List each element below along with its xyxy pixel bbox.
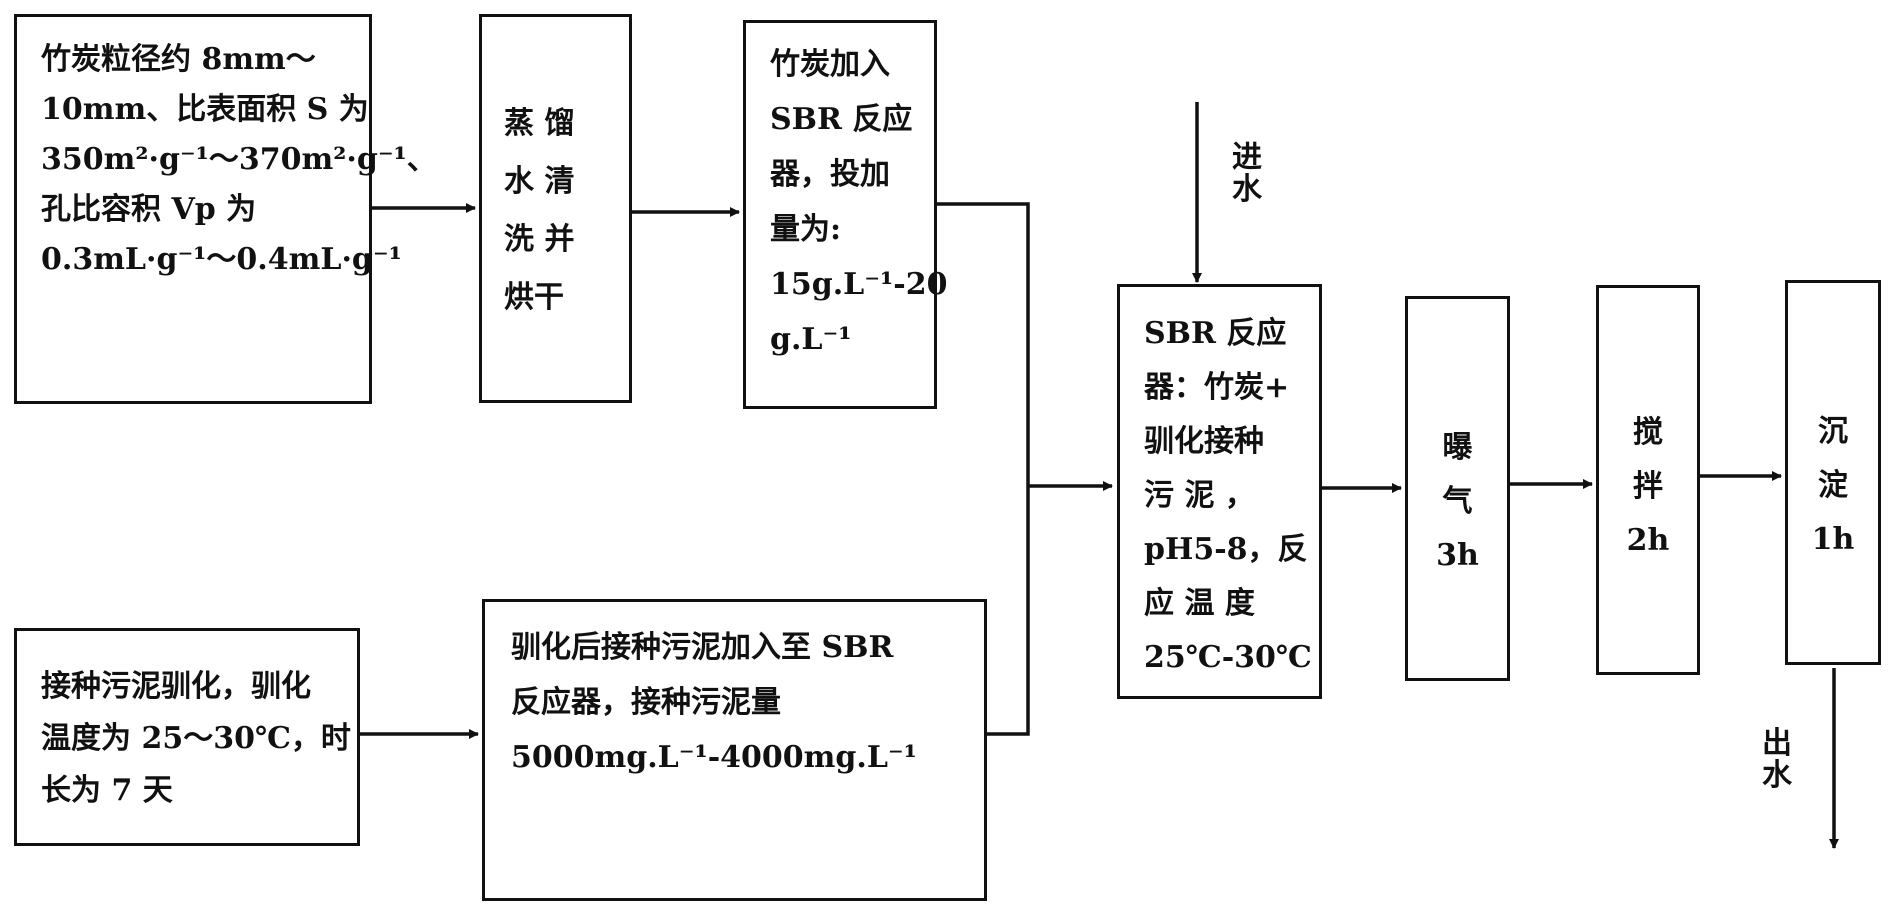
box-charcoal-dose: 竹炭加入 SBR 反应 器，投加 量为: 15g.L⁻¹-20 g.L⁻¹ xyxy=(743,20,948,409)
inoculation-line-1: 驯化后接种污泥加入至 SBR xyxy=(511,630,894,665)
charcoal-dose-line-3: 器，投加 xyxy=(770,157,890,192)
wash-dry-line-4: 烘干 xyxy=(504,280,564,315)
box-stirring: 搅 拌 2h xyxy=(1596,285,1700,675)
sbr-line-6: 应 温 度 xyxy=(1144,586,1255,621)
charcoal-dose-line-2: SBR 反应 xyxy=(770,102,913,137)
acclimation-line-2: 温度为 25～30℃，时 xyxy=(41,721,351,756)
sbr-line-2: 器：竹炭+ xyxy=(1144,370,1290,405)
sbr-line-4: 污 泥 ， xyxy=(1144,478,1255,513)
charcoal-spec-line-5: 0.3mL·g⁻¹～0.4mL·g⁻¹ xyxy=(41,242,402,277)
settling-duration: 1h xyxy=(1811,522,1855,557)
charcoal-spec-line-2: 10mm、比表面积 S 为 xyxy=(41,92,369,127)
stirring-line-2: 拌 xyxy=(1633,469,1663,504)
charcoal-spec-line-3: 350m²·g⁻¹～370m²·g⁻¹、 xyxy=(41,142,437,177)
box-sludge-acclimation: 接种污泥驯化，驯化 温度为 25～30℃，时 长为 7 天 xyxy=(14,628,360,846)
charcoal-dose-line-6: g.L⁻¹ xyxy=(770,322,852,357)
label-water-in: 进 水 xyxy=(1230,142,1264,206)
acclimation-line-3: 长为 7 天 xyxy=(41,773,173,808)
box-wash-dry: 蒸 馏 水 清 洗 并 烘干 xyxy=(479,14,632,403)
wash-dry-line-3: 洗 并 xyxy=(504,222,575,257)
inoculation-line-3: 5000mg.L⁻¹-4000mg.L⁻¹ xyxy=(511,740,917,775)
water-in-char-1: 进 xyxy=(1232,140,1262,175)
sbr-line-3: 驯化接种 xyxy=(1144,424,1264,459)
sbr-line-1: SBR 反应 xyxy=(1144,316,1287,351)
charcoal-dose-line-1: 竹炭加入 xyxy=(770,47,890,82)
box-aeration: 曝 气 3h xyxy=(1405,296,1510,681)
stirring-line-1: 搅 xyxy=(1633,415,1663,450)
wash-dry-line-1: 蒸 馏 xyxy=(504,106,575,141)
sbr-line-7: 25℃-30℃ xyxy=(1144,640,1312,675)
charcoal-dose-line-5: 15g.L⁻¹-20 xyxy=(770,267,948,302)
connector-inoculation-to-merge xyxy=(987,486,1030,736)
aeration-duration: 3h xyxy=(1436,538,1479,573)
aeration-line-2: 气 xyxy=(1442,484,1473,519)
label-water-out: 出 水 xyxy=(1760,728,1794,792)
connector-dose-to-merge xyxy=(937,202,1030,486)
stirring-duration: 2h xyxy=(1626,523,1670,558)
settling-line-1: 沉 xyxy=(1818,414,1848,449)
box-settling: 沉 淀 1h xyxy=(1785,280,1881,665)
aeration-line-1: 曝 xyxy=(1442,430,1473,465)
box-charcoal-spec: 竹炭粒径约 8mm～ 10mm、比表面积 S 为 350m²·g⁻¹～370m²… xyxy=(14,14,437,404)
acclimation-line-1: 接种污泥驯化，驯化 xyxy=(41,669,311,704)
inoculation-line-2: 反应器，接种污泥量 xyxy=(511,685,781,720)
charcoal-dose-line-4: 量为: xyxy=(770,212,842,247)
sbr-line-5: pH5-8，反 xyxy=(1144,532,1308,567)
box-sbr-reactor: SBR 反应 器：竹炭+ 驯化接种 污 泥 ， pH5-8，反 应 温 度 25… xyxy=(1117,284,1322,699)
charcoal-spec-line-1: 竹炭粒径约 8mm～ xyxy=(41,42,316,77)
settling-line-2: 淀 xyxy=(1818,468,1848,503)
charcoal-spec-line-4: 孔比容积 Vp 为 xyxy=(41,192,257,227)
water-out-char-1: 出 xyxy=(1762,726,1792,761)
water-out-char-2: 水 xyxy=(1762,758,1792,793)
wash-dry-line-2: 水 清 xyxy=(504,164,575,199)
box-sludge-inoculation: 驯化后接种污泥加入至 SBR 反应器，接种污泥量 5000mg.L⁻¹-4000… xyxy=(482,599,987,901)
water-in-char-2: 水 xyxy=(1232,172,1262,207)
